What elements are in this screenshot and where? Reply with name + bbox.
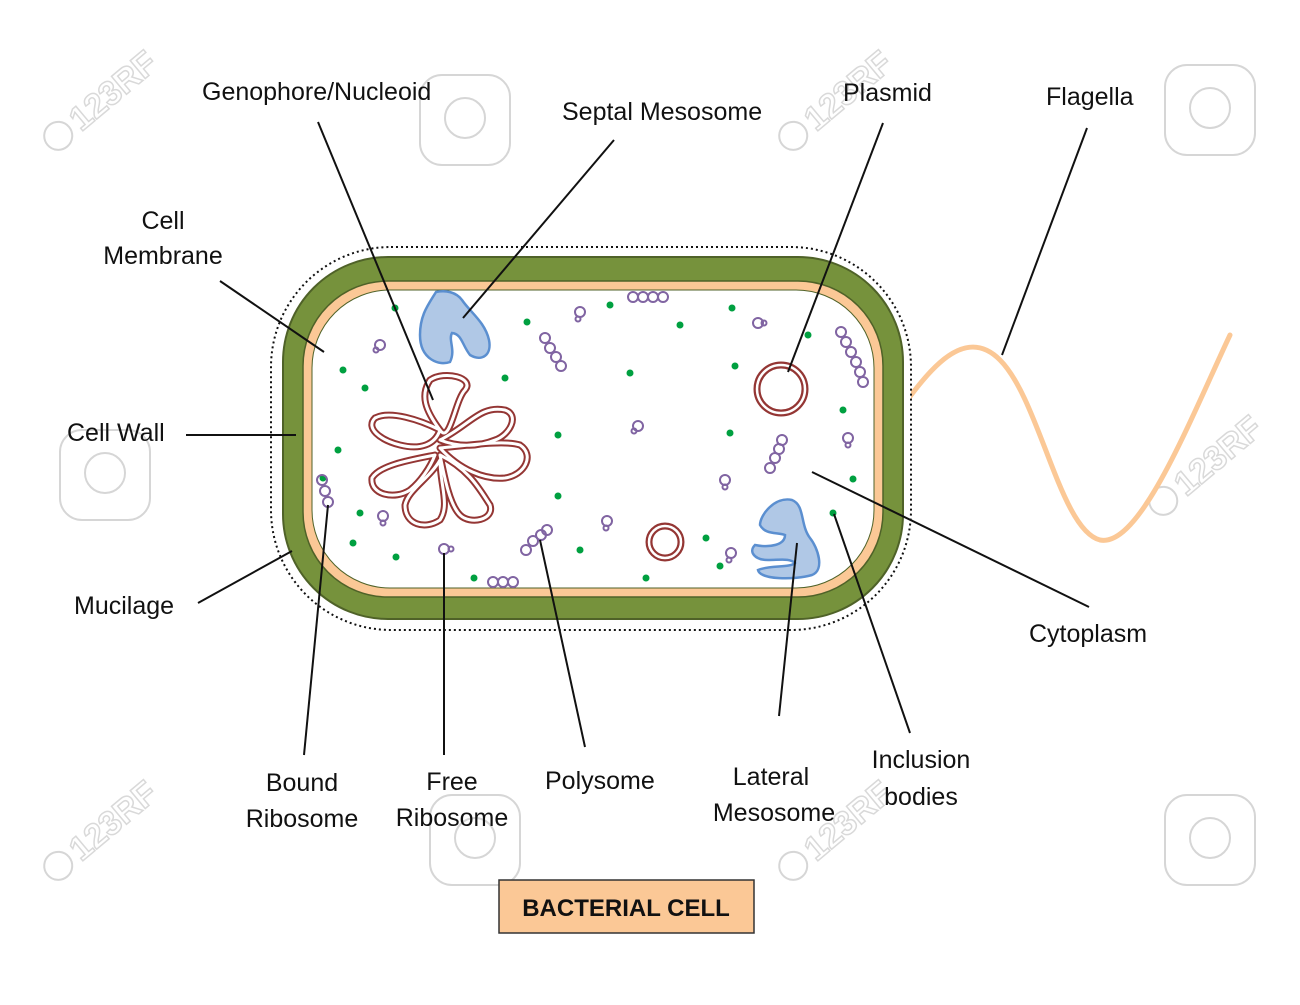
ribosomes: [316, 291, 869, 588]
label-cell-membrane-line1: Cell: [141, 207, 184, 235]
watermark-logo: [1164, 64, 1256, 156]
watermark-text: 123RF: [62, 44, 165, 139]
label-bound-ribosome-line2: Ribosome: [246, 805, 359, 833]
label-free-ribosome-line2: Ribosome: [396, 804, 509, 832]
label-inclusion-bodies-line2: bodies: [884, 783, 958, 811]
leader-lateral-mesosome: [778, 542, 798, 717]
leader-lines: [186, 121, 1090, 756]
label-septal-mesosome: Septal Mesosome: [562, 98, 762, 126]
label-cytoplasm: Cytoplasm: [1029, 620, 1147, 648]
diagram-title: BACTERIAL CELL: [522, 895, 730, 922]
watermark-logo: [429, 794, 521, 886]
watermark-text: 123RF: [62, 774, 165, 869]
label-cell-membrane-line2: Membrane: [103, 242, 223, 270]
label-cell-wall: Cell Wall: [67, 419, 165, 447]
flagellum: [877, 332, 1233, 543]
plasmid-large: [753, 361, 809, 417]
watermark-logo: [59, 429, 151, 521]
label-bound-ribosome-line1: Bound: [266, 769, 338, 797]
watermark-logo: [1164, 794, 1256, 886]
label-polysome: Polysome: [545, 767, 655, 795]
leader-genophore: [317, 121, 434, 401]
nucleoid: [368, 371, 531, 529]
plasmid-small: [645, 522, 685, 562]
inclusion-bodies: [319, 301, 857, 582]
leader-cytoplasm: [811, 471, 1090, 608]
title-box: BACTERIAL CELL: [498, 879, 755, 934]
watermark-logo: 123RF: [778, 773, 900, 881]
watermark-logo: 123RF: [43, 43, 165, 151]
lateral-mesosome: [751, 498, 821, 580]
leader-mucilage: [197, 550, 293, 604]
label-lateral-mesosome-line1: Lateral: [733, 763, 809, 791]
leader-plasmid: [787, 122, 884, 373]
septal-mesosome: [418, 290, 491, 365]
leader-cell-membrane: [219, 280, 325, 353]
label-flagella: Flagella: [1046, 83, 1134, 111]
watermark-logo: 123RF: [1148, 408, 1270, 516]
labels: Genophore/Nucleoid Septal Mesosome Plasm…: [67, 78, 1147, 833]
leader-bound-ribosome: [303, 504, 329, 756]
leader-polysome: [539, 539, 586, 748]
label-genophore-nucleoid: Genophore/Nucleoid: [202, 78, 431, 106]
leader-septal-mesosome: [462, 139, 615, 319]
label-inclusion-bodies-line1: Inclusion: [872, 746, 971, 774]
label-lateral-mesosome-line2: Mesosome: [713, 799, 835, 827]
watermark-text: 123RF: [1167, 409, 1270, 504]
watermark-logo: 123RF: [43, 773, 165, 881]
label-plasmid: Plasmid: [843, 79, 932, 107]
watermark-logo: [419, 74, 511, 166]
label-free-ribosome-line1: Free: [426, 768, 477, 796]
leader-flagella: [1001, 127, 1088, 356]
leader-inclusion-bodies: [833, 513, 911, 734]
label-mucilage: Mucilage: [74, 592, 174, 620]
